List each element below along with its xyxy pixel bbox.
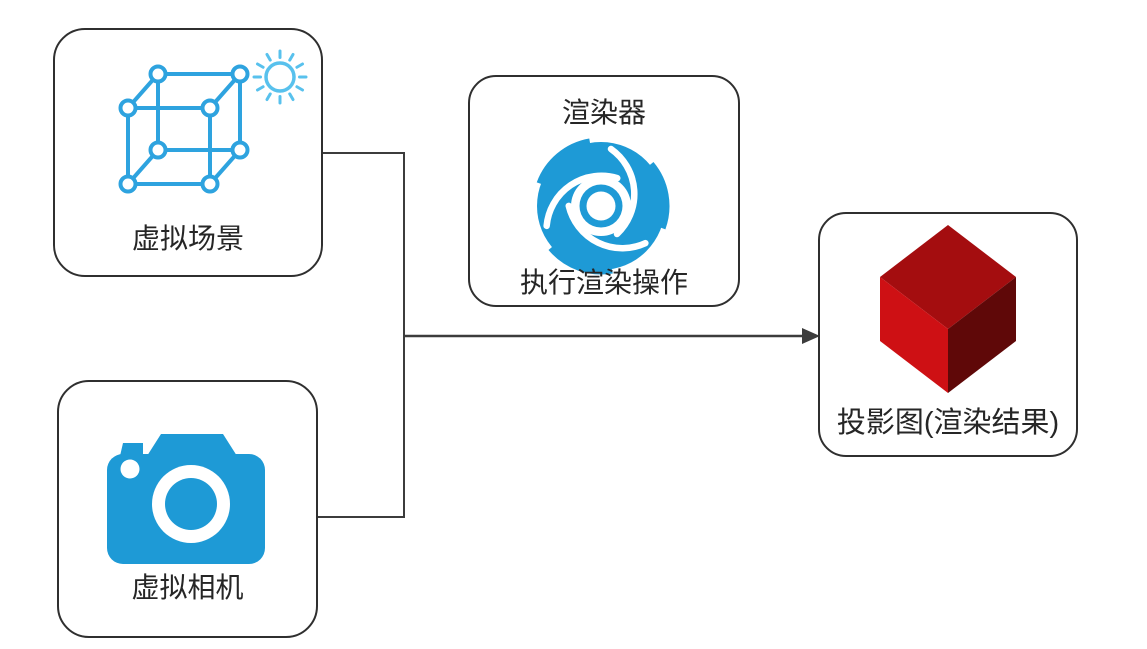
vortex-shutter-icon	[532, 137, 670, 275]
node-projection-result: 投影图(渲染结果)	[818, 212, 1078, 457]
virtual-camera-label: 虚拟相机	[131, 572, 244, 603]
node-virtual-scene: 虚拟场景	[53, 28, 323, 277]
node-virtual-camera: 虚拟相机	[57, 380, 318, 638]
wireframe-cube-icon	[118, 64, 250, 194]
node-renderer: 渲染器 执行渲染操作	[468, 75, 740, 307]
red-3d-cube-icon	[880, 225, 1016, 393]
renderer-title: 渲染器	[561, 97, 646, 128]
edge-scene-to-junction	[323, 152, 405, 336]
edge-camera-to-junction	[318, 336, 405, 518]
camera-icon	[107, 434, 265, 564]
renderer-caption: 执行渲染操作	[519, 267, 688, 298]
projection-result-label: 投影图(渲染结果)	[836, 407, 1060, 439]
virtual-scene-label: 虚拟场景	[131, 223, 244, 254]
sun-icon	[252, 49, 308, 105]
